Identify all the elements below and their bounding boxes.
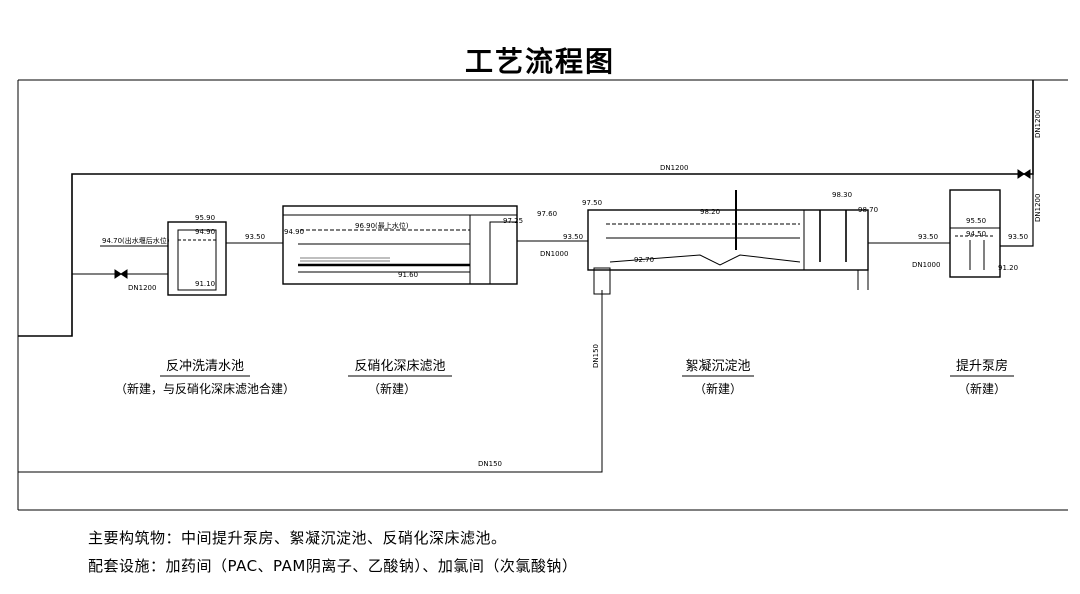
label-inlet: DN1200 xyxy=(128,284,156,292)
label-drain-bottom: DN150 xyxy=(478,460,502,468)
inlet-valve-b xyxy=(120,269,128,279)
label-top-main: DN1200 xyxy=(660,164,688,172)
unit-name-filter: 反硝化深床滤池 xyxy=(354,359,445,374)
level-filter-bottom: 91.60 xyxy=(398,271,418,279)
level-pump-bottom: 91.20 xyxy=(998,264,1018,272)
main-pipe-dn1200 xyxy=(18,80,1034,337)
note-main-structures: 主要构筑物：中间提升泵房、絮凝沉淀池、反硝化深床滤池。 xyxy=(88,529,507,547)
main-valve xyxy=(1017,169,1025,179)
level-settler-bottom: 92.70 xyxy=(634,256,654,264)
level-filter-water: 96.90(最上水位) xyxy=(355,221,409,230)
filter-outlet-chamber xyxy=(489,221,518,285)
level-settler-in: 97.50 xyxy=(582,199,602,207)
level-mixer-water: 98.70 xyxy=(858,206,878,214)
label-riser-top: DN1200 xyxy=(1034,110,1042,138)
level-backwash-top: 95.90 xyxy=(195,214,215,222)
unit-name-settler: 絮凝沉淀池 xyxy=(685,358,750,374)
level-filter-pipe: 93.50 xyxy=(563,233,583,241)
page-title: 工艺流程图 xyxy=(464,45,615,78)
level-backwash-out: 93.50 xyxy=(245,233,265,241)
label-riser-lower: DN1200 xyxy=(1034,194,1042,222)
inlet-valve xyxy=(114,269,122,279)
main-valve-b xyxy=(1023,169,1031,179)
label-drain-vertical: DN150 xyxy=(592,344,600,368)
level-pump-water: 94.50 xyxy=(966,230,986,238)
level-filter-top: 97.60 xyxy=(537,210,557,218)
unit-note-settler: （新建） xyxy=(694,381,742,396)
unit-note-pump: （新建） xyxy=(958,381,1006,396)
note-supporting-facilities: 配套设施：加药间（PAC、PAM阴离子、乙酸钠）、加氯间（次氯酸钠） xyxy=(88,557,578,575)
backwash-inner xyxy=(177,229,217,291)
unit-name-pump: 提升泵房 xyxy=(956,358,1008,374)
unit-note-backwash: （新建，与反硝化深床滤池合建） xyxy=(115,381,295,396)
drain-pipe-dn150 xyxy=(18,290,603,473)
level-pump-out: 93.50 xyxy=(1008,233,1028,241)
settler-hopper xyxy=(609,254,801,266)
level-filter-weir: 97.25 xyxy=(503,217,523,225)
settler-sump xyxy=(593,267,611,295)
level-settler-water: 98.20 xyxy=(700,208,720,216)
level-backwash-in: 94.70(出水堰后水位) xyxy=(102,236,170,245)
label-from-pump: DN1000 xyxy=(912,261,940,269)
level-pump-top: 95.50 xyxy=(966,217,986,225)
level-filter-in: 94.90 xyxy=(284,228,304,236)
level-backwash-bottom: 91.10 xyxy=(195,280,215,288)
level-pipe-mid: 93.50 xyxy=(918,233,938,241)
unit-name-backwash: 反冲洗清水池 xyxy=(166,359,244,374)
level-mixer-top: 98.30 xyxy=(832,191,852,199)
level-backwash-water: 94.90 xyxy=(195,228,215,236)
backwash-tank xyxy=(167,221,227,296)
unit-note-filter: （新建） xyxy=(368,381,416,396)
pump-house xyxy=(949,189,1001,278)
label-to-settler: DN1000 xyxy=(540,250,568,258)
pump-riser xyxy=(1000,174,1034,247)
